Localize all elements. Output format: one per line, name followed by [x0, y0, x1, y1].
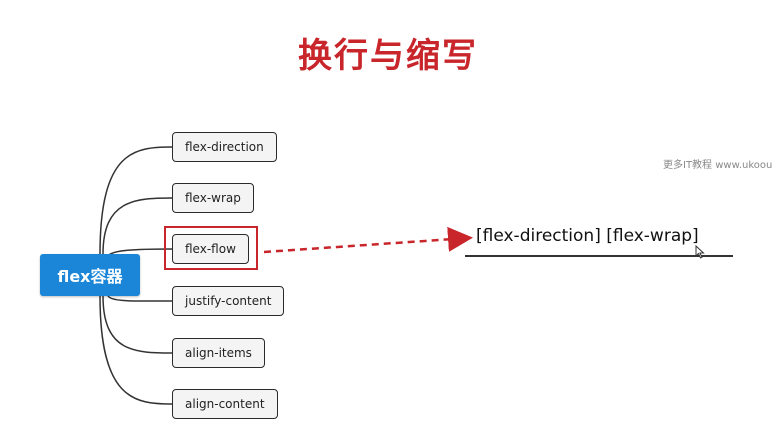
node-flex-direction: flex-direction: [172, 132, 277, 162]
root-node-flex-container: flex容器: [40, 254, 140, 296]
node-flex-flow: flex-flow: [172, 234, 249, 264]
page-title: 换行与缩写: [298, 36, 478, 76]
mouse-cursor-icon: [695, 245, 705, 259]
branch-line-justify-content: [107, 295, 173, 302]
branch-line-flex-direction: [99, 146, 173, 255]
node-align-content: align-content: [172, 389, 278, 419]
flex-flow-syntax: [flex-direction] [flex-wrap]: [476, 226, 699, 246]
branch-line-flex-wrap: [102, 197, 173, 255]
branch-line-align-items: [102, 295, 173, 354]
dashed-arrow: [263, 226, 473, 254]
syntax-underline: [465, 255, 733, 257]
watermark: 更多IT教程 www.ukoou: [663, 160, 773, 171]
node-align-items: align-items: [172, 338, 265, 368]
node-flex-wrap: flex-wrap: [172, 183, 254, 213]
highlight-box: [164, 226, 258, 270]
node-justify-content: justify-content: [172, 286, 285, 316]
branch-line-align-content: [99, 295, 173, 405]
